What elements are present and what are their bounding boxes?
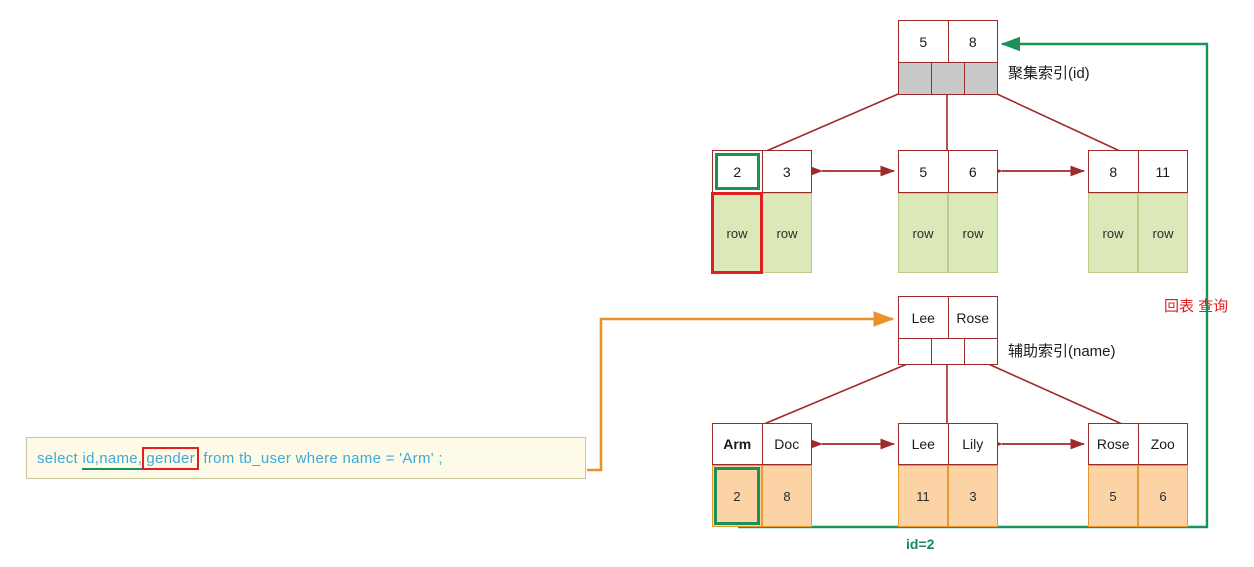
- clustered-leaf-3-rows: row row: [1088, 193, 1188, 273]
- clustered-root-pointer-1: [931, 63, 964, 94]
- secondary-leaf-3-key-0: Rose: [1096, 436, 1130, 452]
- lookup-id-label: id=2: [906, 536, 935, 552]
- secondary-leaf-node-2[interactable]: Lee Lily 11 3: [898, 423, 998, 527]
- clustered-leaf-1-row-0: row: [711, 192, 763, 274]
- secondary-leaf-node-3[interactable]: Rose Zoo 5 6: [1088, 423, 1188, 527]
- clustered-leaf-3-row-0: row: [1088, 193, 1138, 273]
- clustered-leaf-3-row-1: row: [1138, 193, 1188, 273]
- secondary-root-pointer-2: [964, 339, 997, 364]
- sql-table-name: tb_user: [239, 449, 292, 467]
- secondary-index-label: 辅助索引(name): [1008, 343, 1116, 360]
- sql-boxed-column: gender: [142, 446, 199, 470]
- clustered-root-key-1: 8: [947, 21, 998, 62]
- secondary-root-key-1: Rose: [947, 297, 998, 338]
- secondary-root-keys: Lee Rose: [898, 296, 998, 339]
- clustered-leaf-1-row-1: row: [762, 193, 812, 273]
- secondary-leaf-1-ids: 2 8: [712, 465, 812, 527]
- secondary-root-pointer-0: [899, 339, 931, 364]
- secondary-leaf-3-ids: 5 6: [1088, 465, 1188, 527]
- secondary-root-pointer-lines: [763, 361, 1123, 425]
- secondary-leaf-node-1[interactable]: Arm Doc 2 8: [712, 423, 812, 527]
- secondary-leaf-2-key-0: Lee: [911, 436, 935, 452]
- secondary-leaf-1-id-1: 8: [762, 465, 812, 527]
- sql-select-keyword: select: [37, 449, 78, 467]
- clustered-leaf-2-row-0: row: [898, 193, 948, 273]
- clustered-leaf-node-3[interactable]: 8 11 row row: [1088, 150, 1188, 273]
- clustered-leaf-node-1[interactable]: 2 3 row row: [711, 150, 812, 274]
- secondary-leaf-1-keys: Arm Doc: [712, 423, 812, 465]
- sql-condition: name = 'Arm' ;: [342, 449, 443, 467]
- secondary-leaf-3-key-1: Zoo: [1137, 424, 1188, 464]
- clustered-leaf-1-keys: 2 3: [712, 150, 812, 193]
- clustered-leaf-2-key-1: 6: [947, 151, 998, 192]
- sql-where-keyword: where: [295, 449, 339, 467]
- clustered-leaf-2-rows: row row: [898, 193, 998, 273]
- clustered-leaf-3-key-1: 11: [1137, 151, 1188, 192]
- secondary-leaf-2-ids: 11 3: [898, 465, 998, 527]
- clustered-root-pointer-2: [964, 63, 997, 94]
- secondary-leaf-2-id-0: 11: [898, 465, 948, 527]
- secondary-root-node[interactable]: Lee Rose: [898, 296, 998, 365]
- clustered-index-label: 聚集索引(id): [1008, 65, 1090, 82]
- clustered-leaf-1-key-1: 3: [761, 151, 812, 192]
- sql-query-box[interactable]: select id,name,gender from tb_user where…: [26, 437, 586, 479]
- sql-from-keyword: from: [203, 449, 235, 467]
- secondary-root-pointers: [898, 339, 998, 365]
- secondary-leaf-3-id-1: 6: [1138, 465, 1188, 527]
- clustered-leaf-3-keys: 8 11: [1088, 150, 1188, 193]
- secondary-root-pointer-1: [931, 339, 964, 364]
- clustered-leaf-2-key-0: 5: [919, 163, 928, 180]
- sql-query-text: select id,name,gender from tb_user where…: [27, 446, 443, 470]
- secondary-leaf-2-keys: Lee Lily: [898, 423, 998, 465]
- secondary-leaf-3-keys: Rose Zoo: [1088, 423, 1188, 465]
- secondary-leaf-1-id-0: 2: [712, 465, 762, 527]
- clustered-root-pointer-0: [899, 63, 931, 94]
- clustered-root-pointers: [898, 63, 998, 95]
- clustered-root-key-0: 5: [919, 33, 928, 50]
- clustered-leaf-node-2[interactable]: 5 6 row row: [898, 150, 998, 273]
- secondary-leaf-2-id-1: 3: [948, 465, 998, 527]
- clustered-root-node[interactable]: 5 8: [898, 20, 998, 95]
- clustered-leaf-3-key-0: 8: [1109, 163, 1118, 180]
- secondary-leaf-2-key-1: Lily: [947, 424, 998, 464]
- clustered-leaf-1-rows: row row: [711, 192, 812, 274]
- secondary-leaf-1-key-0: Arm: [723, 436, 752, 452]
- clustered-root-pointer-lines: [763, 87, 1123, 153]
- sql-underlined-columns: id,name,: [82, 449, 143, 470]
- clustered-leaf-2-row-1: row: [948, 193, 998, 273]
- secondary-root-key-0: Lee: [911, 309, 935, 326]
- clustered-root-keys: 5 8: [898, 20, 998, 63]
- clustered-leaf-2-keys: 5 6: [898, 150, 998, 193]
- back-to-table-label: 回表 查询: [1164, 298, 1229, 315]
- clustered-leaf-1-key-0: 2: [713, 151, 762, 192]
- secondary-leaf-3-id-0: 5: [1088, 465, 1138, 527]
- secondary-leaf-1-key-1: Doc: [761, 424, 812, 464]
